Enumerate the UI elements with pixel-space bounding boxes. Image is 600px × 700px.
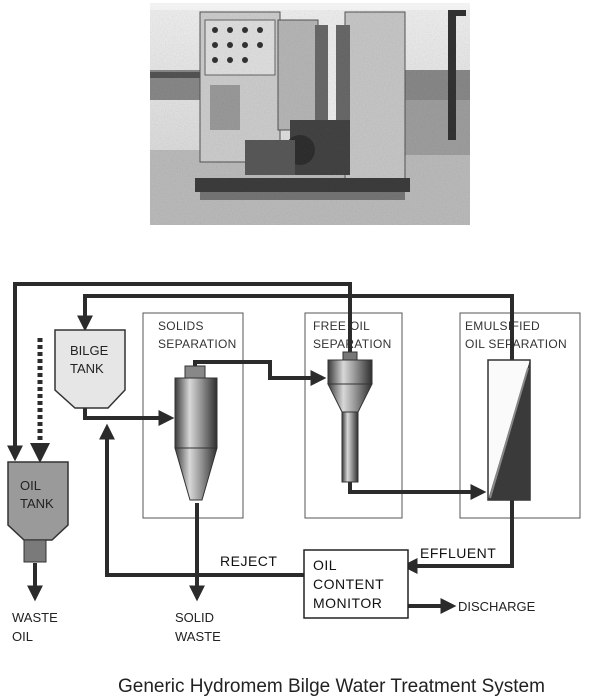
- effluent-line: [401, 498, 514, 574]
- monitor-label-3: MONITOR: [313, 595, 382, 611]
- emulsified-oil-separation-label-1: EMULSIFIED: [465, 319, 540, 333]
- bilge-tank: BILGE TANK: [54, 329, 126, 409]
- free-oil-separation-label-1: FREE OIL: [313, 319, 370, 333]
- oil-return-line: [7, 282, 352, 462]
- oil-tank: OIL TANK: [7, 461, 69, 563]
- free-oil-separation-label-2: SEPARATION: [313, 337, 392, 351]
- reject-line: [99, 423, 306, 577]
- solids-separation-label-2: SEPARATION: [158, 337, 237, 351]
- solids-separation-label-1: SOLIDS: [158, 319, 204, 333]
- figure-caption: Generic Hydromem Bilge Water Treatment S…: [118, 676, 545, 697]
- free-oil-separator-vessel: [327, 351, 373, 483]
- solid-waste-label-2: WASTE: [175, 629, 221, 644]
- emulsified-oil-separation-panel: EMULSIFIED OIL SEPARATION: [459, 312, 581, 519]
- emulsified-oil-separation-label-2: OIL SEPARATION: [465, 337, 567, 351]
- equipment-photo: [150, 3, 470, 225]
- solids-separation-panel: SOLIDS SEPARATION: [142, 312, 244, 519]
- effluent-label: EFFLUENT: [420, 545, 496, 561]
- waste-oil-label-2: OIL: [12, 629, 33, 644]
- emulsified-return-line: [77, 294, 514, 374]
- free-oil-separation-panel: FREE OIL SEPARATION: [304, 312, 403, 519]
- waste-oil-label-1: WASTE: [12, 610, 58, 625]
- free-oil-to-emulsified-line: [348, 480, 487, 500]
- monitor-label-2: CONTENT: [313, 576, 384, 592]
- reject-label: REJECT: [220, 553, 277, 569]
- monitor-label-1: OIL: [313, 557, 337, 573]
- solid-waste-label-1: SOLID: [175, 610, 214, 625]
- solids-to-free-oil-line: [193, 360, 327, 386]
- solids-separator-vessel: [174, 365, 218, 501]
- membrane-separator-vessel: [487, 359, 531, 501]
- oil-tank-label-2: TANK: [20, 496, 54, 511]
- bilge-tank-label-1: BILGE: [70, 343, 109, 358]
- bilge-tank-label-2: TANK: [70, 361, 104, 376]
- oil-content-monitor: OIL CONTENT MONITOR: [303, 549, 409, 619]
- oil-tank-label-1: OIL: [20, 478, 41, 493]
- discharge-label: DISCHARGE: [458, 599, 536, 614]
